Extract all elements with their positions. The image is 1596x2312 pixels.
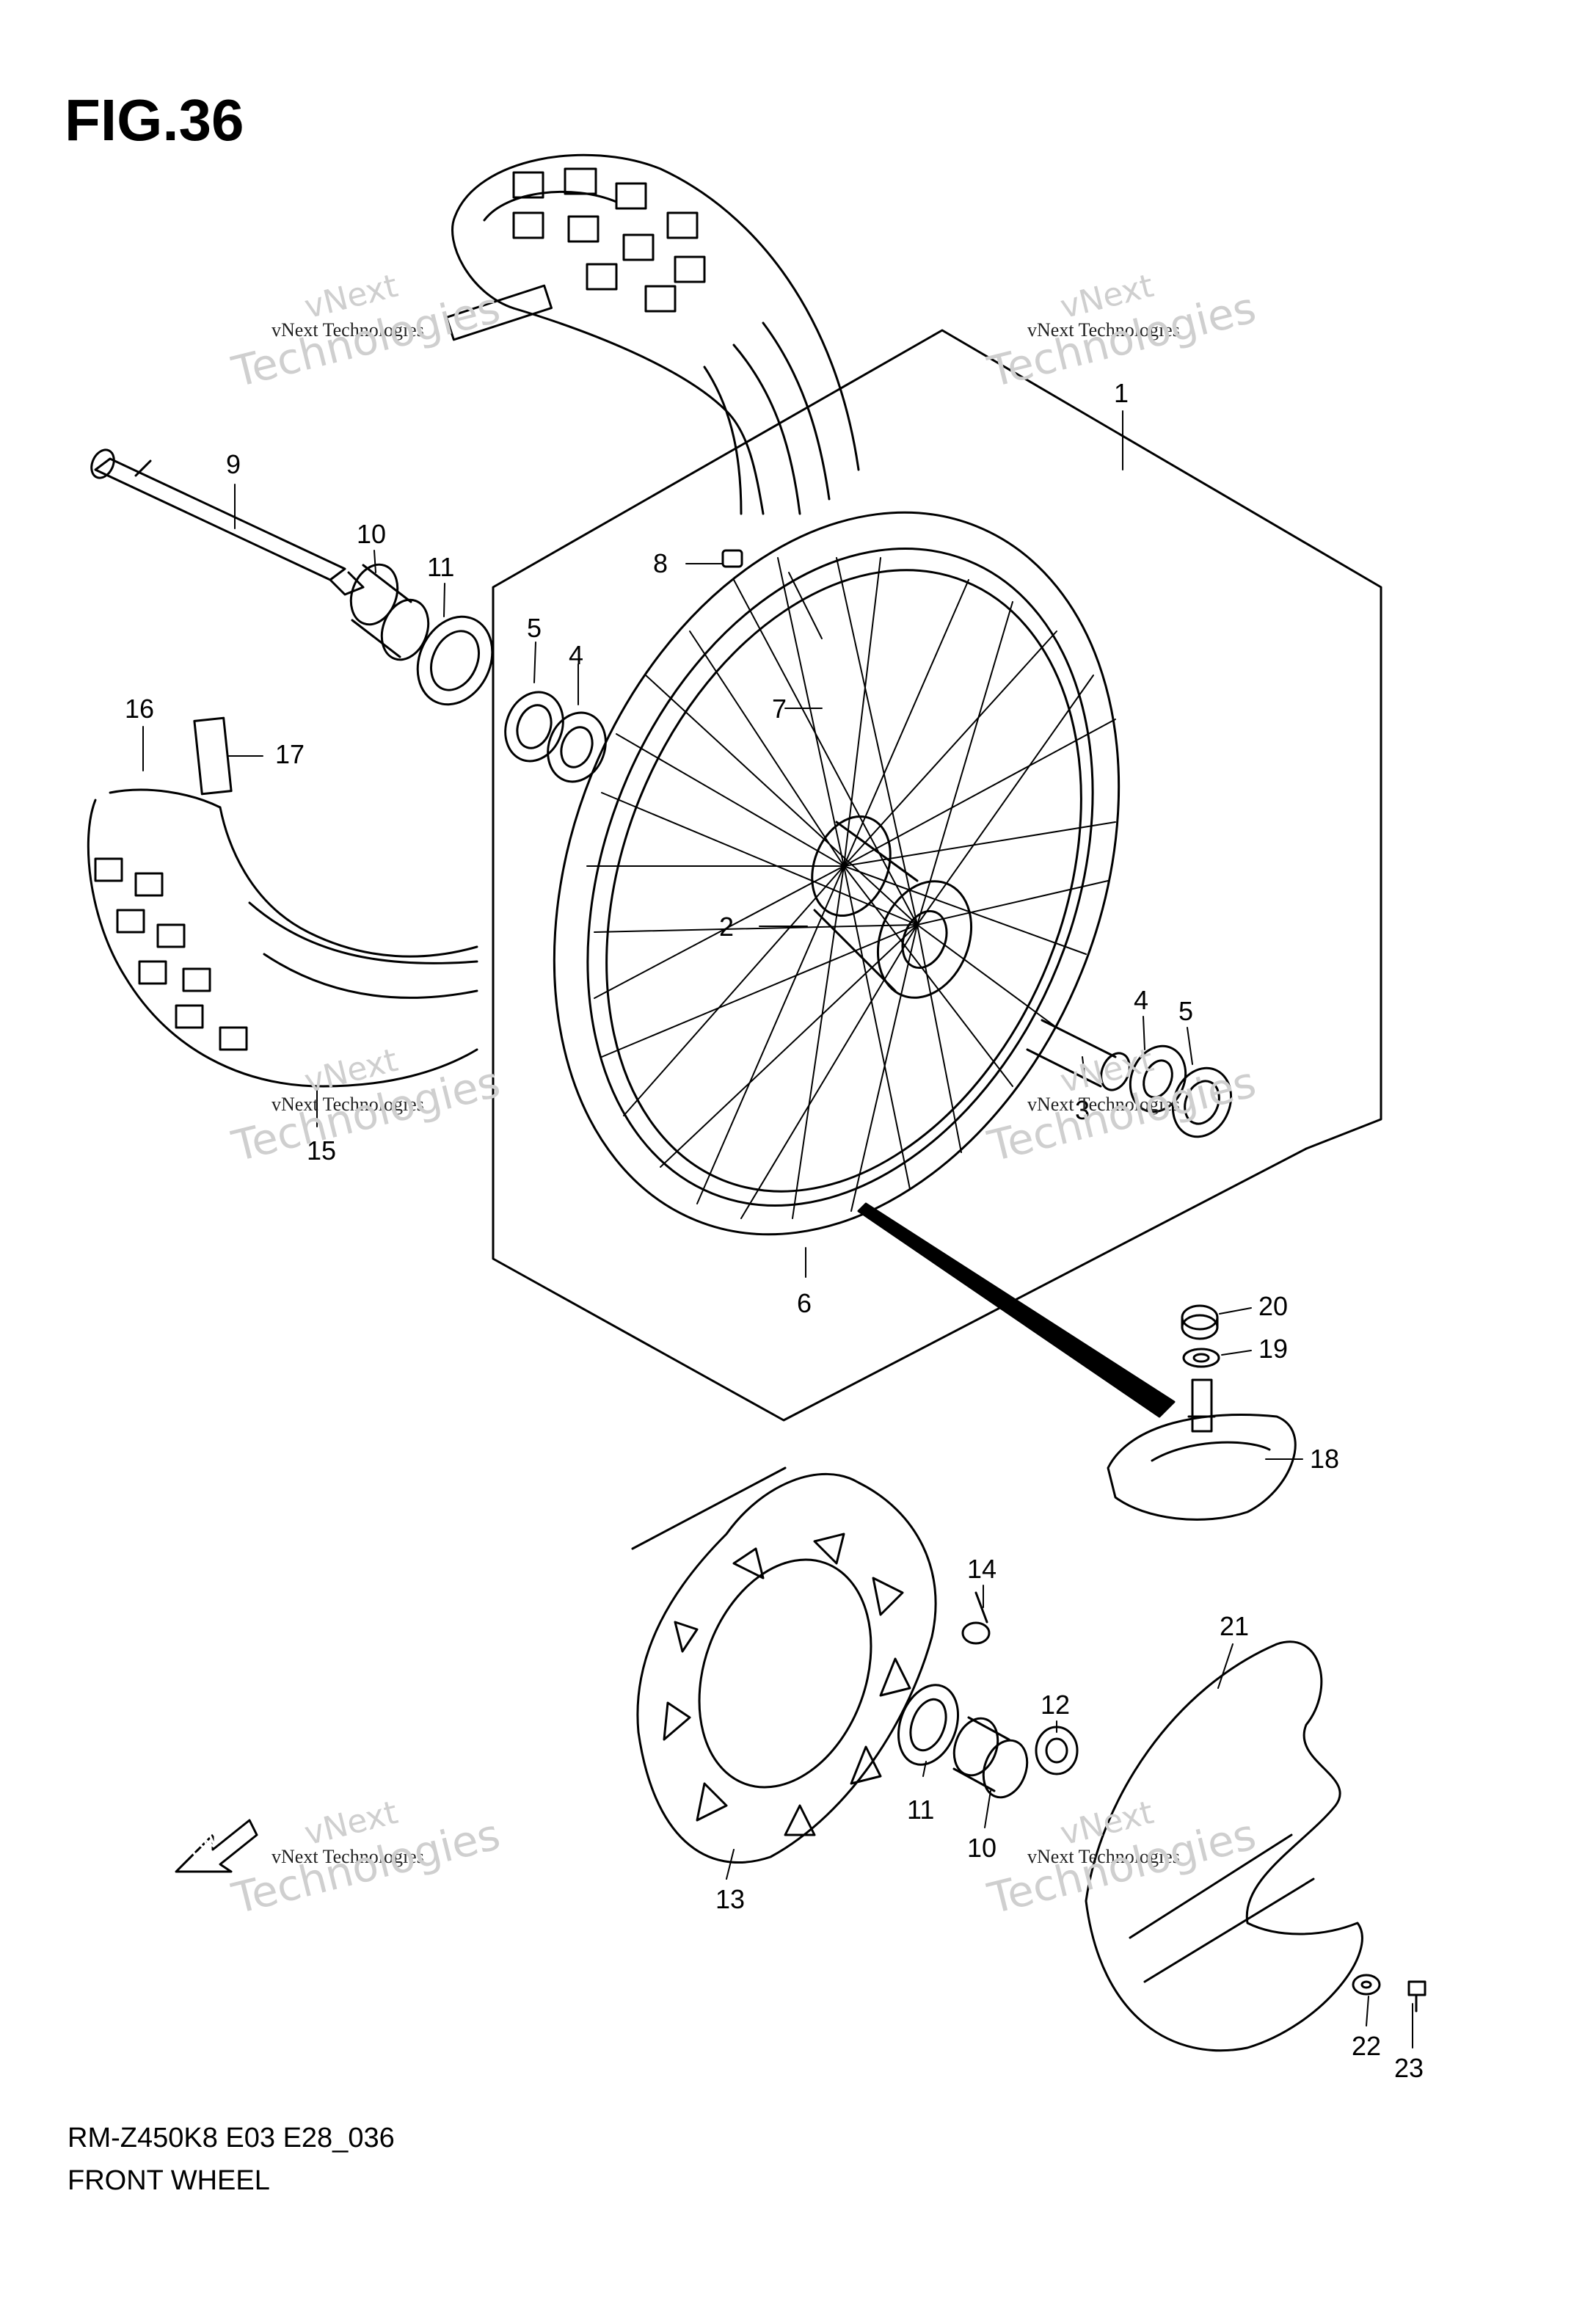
callout-4a: 4: [569, 640, 583, 670]
callout-labels: 1 2 3 4 4 5 5 6 7 8 9 10 10 11 11 12 13 …: [125, 378, 1424, 2083]
dust-seal-left: [504, 691, 564, 763]
tire-left: [87, 716, 478, 1088]
rim-lock: [1107, 1378, 1297, 1521]
callout-6: 6: [797, 1288, 812, 1318]
brake-disc: [636, 1472, 937, 1864]
rim-lock-nut: [1181, 1304, 1219, 1340]
figure-title: FIG.36: [65, 87, 244, 153]
callout-22: 22: [1352, 2031, 1381, 2061]
cover-bolt: [1407, 1980, 1426, 2013]
callout-12: 12: [1041, 1690, 1070, 1720]
oil-seal-right: [897, 1684, 960, 1766]
callout-19: 19: [1258, 1334, 1288, 1364]
fwd-label: FWD: [187, 1824, 231, 1864]
callout-1: 1: [1114, 378, 1129, 408]
disc-bolt: [961, 1591, 991, 1645]
disc-cover: [1085, 1640, 1363, 2052]
callout-13: 13: [715, 1884, 745, 1914]
callout-8: 8: [653, 548, 668, 578]
wheel-rim: [553, 511, 1121, 1236]
callout-3: 3: [1075, 1095, 1090, 1125]
dust-seal-right: [1171, 1066, 1233, 1138]
callout-23: 23: [1394, 2053, 1424, 2083]
wheel-spokes: [586, 557, 1116, 1219]
callout-10b: 10: [967, 1833, 996, 1863]
callout-4b: 4: [1134, 985, 1148, 1015]
figure-code: RM-Z450K8 E03 E28_036: [68, 2123, 395, 2153]
tire-left-tread: [94, 857, 248, 1051]
callout-18: 18: [1310, 1444, 1339, 1474]
rim-lock-pointer: [857, 1202, 1176, 1418]
callout-9: 9: [226, 449, 241, 479]
tire-top: [445, 153, 860, 515]
callout-10a: 10: [357, 519, 386, 549]
figure-name: FRONT WHEEL: [68, 2165, 270, 2196]
bearing-left: [547, 711, 607, 783]
wheel-hub: [811, 815, 973, 999]
axle-collar-left: [349, 563, 430, 661]
front-axle: [90, 448, 365, 596]
callout-5b: 5: [1178, 996, 1193, 1026]
cover-washer: [1352, 1974, 1381, 1996]
bearing-right: [1129, 1044, 1187, 1113]
oil-seal-left: [416, 615, 494, 706]
callout-5a: 5: [527, 613, 542, 643]
axle-nut: [1035, 1726, 1079, 1775]
axle-collar-right: [952, 1716, 1029, 1799]
callout-2: 2: [719, 912, 734, 942]
callout-17: 17: [275, 739, 305, 769]
callout-20: 20: [1258, 1291, 1288, 1321]
tire-top-tread: [512, 167, 706, 313]
callout-leaders: [142, 410, 1413, 2049]
brake-disc-frame: [631, 1466, 787, 1550]
rim-lock-washer: [1182, 1348, 1220, 1368]
callout-7: 7: [772, 694, 787, 724]
callout-16: 16: [125, 694, 154, 724]
spoke-nipple: [721, 549, 743, 568]
hub-spacer: [1026, 1019, 1131, 1091]
forward-direction-arrow-icon: [175, 1819, 258, 1873]
wheel-assembly-frame: [492, 329, 1382, 1422]
callout-14: 14: [967, 1554, 996, 1584]
callout-11b: 11: [907, 1795, 934, 1825]
callout-11a: 11: [427, 552, 454, 582]
callout-15: 15: [307, 1135, 336, 1166]
callout-21: 21: [1220, 1611, 1249, 1641]
